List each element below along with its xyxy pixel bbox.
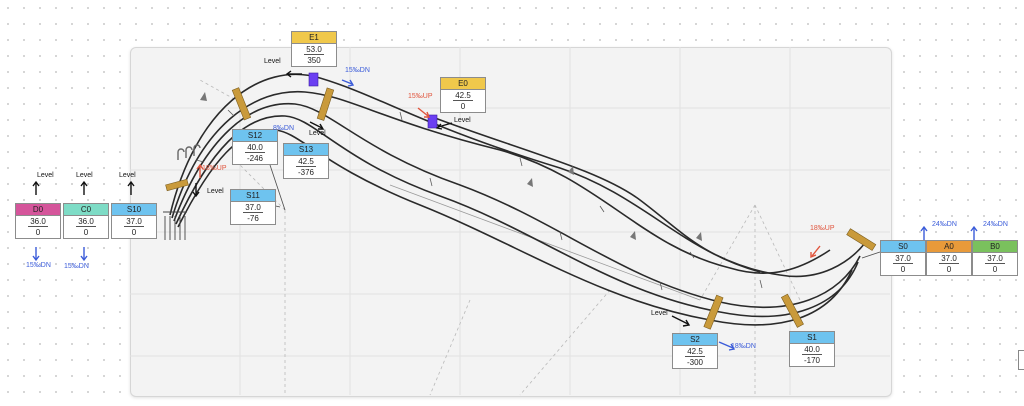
level-label: Level (454, 117, 471, 124)
grade-up-label: 18‰UP (202, 165, 227, 172)
box-value: 37.0 (881, 253, 925, 264)
buffer-stops (163, 211, 187, 240)
level-label: Level (76, 172, 93, 179)
hook-symbols (177, 144, 201, 160)
box-offset: 0 (946, 265, 952, 274)
box-id: D0 (16, 204, 60, 216)
signals (308, 72, 438, 129)
level-label: Level (264, 58, 281, 65)
box-id: E0 (441, 78, 485, 90)
station-box-s13[interactable]: S13 42.5 -376 (283, 143, 329, 179)
station-box-d0[interactable]: D0 36.0 0 (15, 203, 61, 239)
grade-up-label: 18‰UP (810, 225, 835, 232)
box-offset: -170 (803, 356, 820, 365)
box-value: 36.0 (64, 216, 108, 227)
station-box-b0[interactable]: B0 37.0 0 (972, 240, 1018, 276)
box-offset: -246 (246, 154, 263, 163)
level-label: Level (309, 130, 326, 137)
grid-lines (130, 47, 890, 395)
grade-down-label: 15‰DN (64, 263, 89, 270)
grade-down-label: 24‰DN (983, 221, 1008, 228)
box-id: S1 (790, 332, 834, 344)
box-value: 40.0 (233, 142, 277, 153)
grey-connector (389, 184, 701, 301)
box-id: C0 (64, 204, 108, 216)
box-offset: 350 (307, 56, 321, 65)
box-id: S2 (673, 334, 717, 346)
box-offset: 0 (900, 265, 906, 274)
level-label: Level (651, 310, 668, 317)
box-offset: -300 (686, 358, 703, 367)
box-value: 42.5 (441, 90, 485, 101)
station-box-s12[interactable]: S12 40.0 -246 (232, 129, 278, 165)
arrows (32, 70, 978, 351)
box-value: 37.0 (231, 202, 275, 213)
box-id: E1 (292, 32, 336, 44)
box-value: 42.5 (284, 156, 328, 167)
station-box-e0[interactable]: E0 42.5 0 (440, 77, 486, 113)
grade-down-label: 8‰DN (273, 125, 295, 132)
box-offset: -76 (247, 214, 259, 223)
box-id: S13 (284, 144, 328, 156)
station-box-c0[interactable]: C0 36.0 0 (63, 203, 109, 239)
level-label: Level (37, 172, 54, 179)
station-box-s10[interactable]: S10 37.0 0 (111, 203, 157, 239)
box-offset: 0 (131, 228, 137, 237)
box-id: S12 (233, 130, 277, 142)
box-id: S0 (881, 241, 925, 253)
tracks (169, 73, 866, 326)
grade-down-label: 15‰DN (345, 67, 370, 74)
station-box-a0[interactable]: A0 37.0 0 (926, 240, 972, 276)
box-offset: -376 (297, 168, 314, 177)
box-id: A0 (927, 241, 971, 253)
box-value: 37.0 (973, 253, 1017, 264)
grade-down-label: 24‰DN (932, 221, 957, 228)
bridges (165, 87, 877, 330)
box-value: 37.0 (927, 253, 971, 264)
box-offset: 0 (460, 102, 466, 111)
grade-up-label: 15‰UP (408, 93, 433, 100)
station-box-s11[interactable]: S11 37.0 -76 (230, 189, 276, 225)
box-value: 37.0 (112, 216, 156, 227)
track-markers (200, 92, 702, 241)
station-box-s0[interactable]: S0 37.0 0 (880, 240, 926, 276)
box-value: 53.0 (292, 44, 336, 55)
track-ties (195, 109, 763, 291)
box-offset: 0 (992, 265, 998, 274)
box-offset: 0 (83, 228, 89, 237)
grade-down-label: 18‰DN (731, 343, 756, 350)
box-id: S10 (112, 204, 156, 216)
box-value: 40.0 (790, 344, 834, 355)
station-box-e1[interactable]: E1 53.0 350 (291, 31, 337, 67)
station-box-s1[interactable]: S1 40.0 -170 (789, 331, 835, 367)
offscreen-panel-edge (1018, 350, 1024, 370)
leader-lines (249, 164, 881, 259)
level-label: Level (119, 172, 136, 179)
box-id: S11 (231, 190, 275, 202)
grade-down-label: 15‰DN (26, 262, 51, 269)
box-id: B0 (973, 241, 1017, 253)
level-label: Level (207, 188, 224, 195)
station-box-s2[interactable]: S2 42.5 -300 (672, 333, 718, 369)
box-offset: 0 (35, 228, 41, 237)
box-value: 42.5 (673, 346, 717, 357)
box-value: 36.0 (16, 216, 60, 227)
